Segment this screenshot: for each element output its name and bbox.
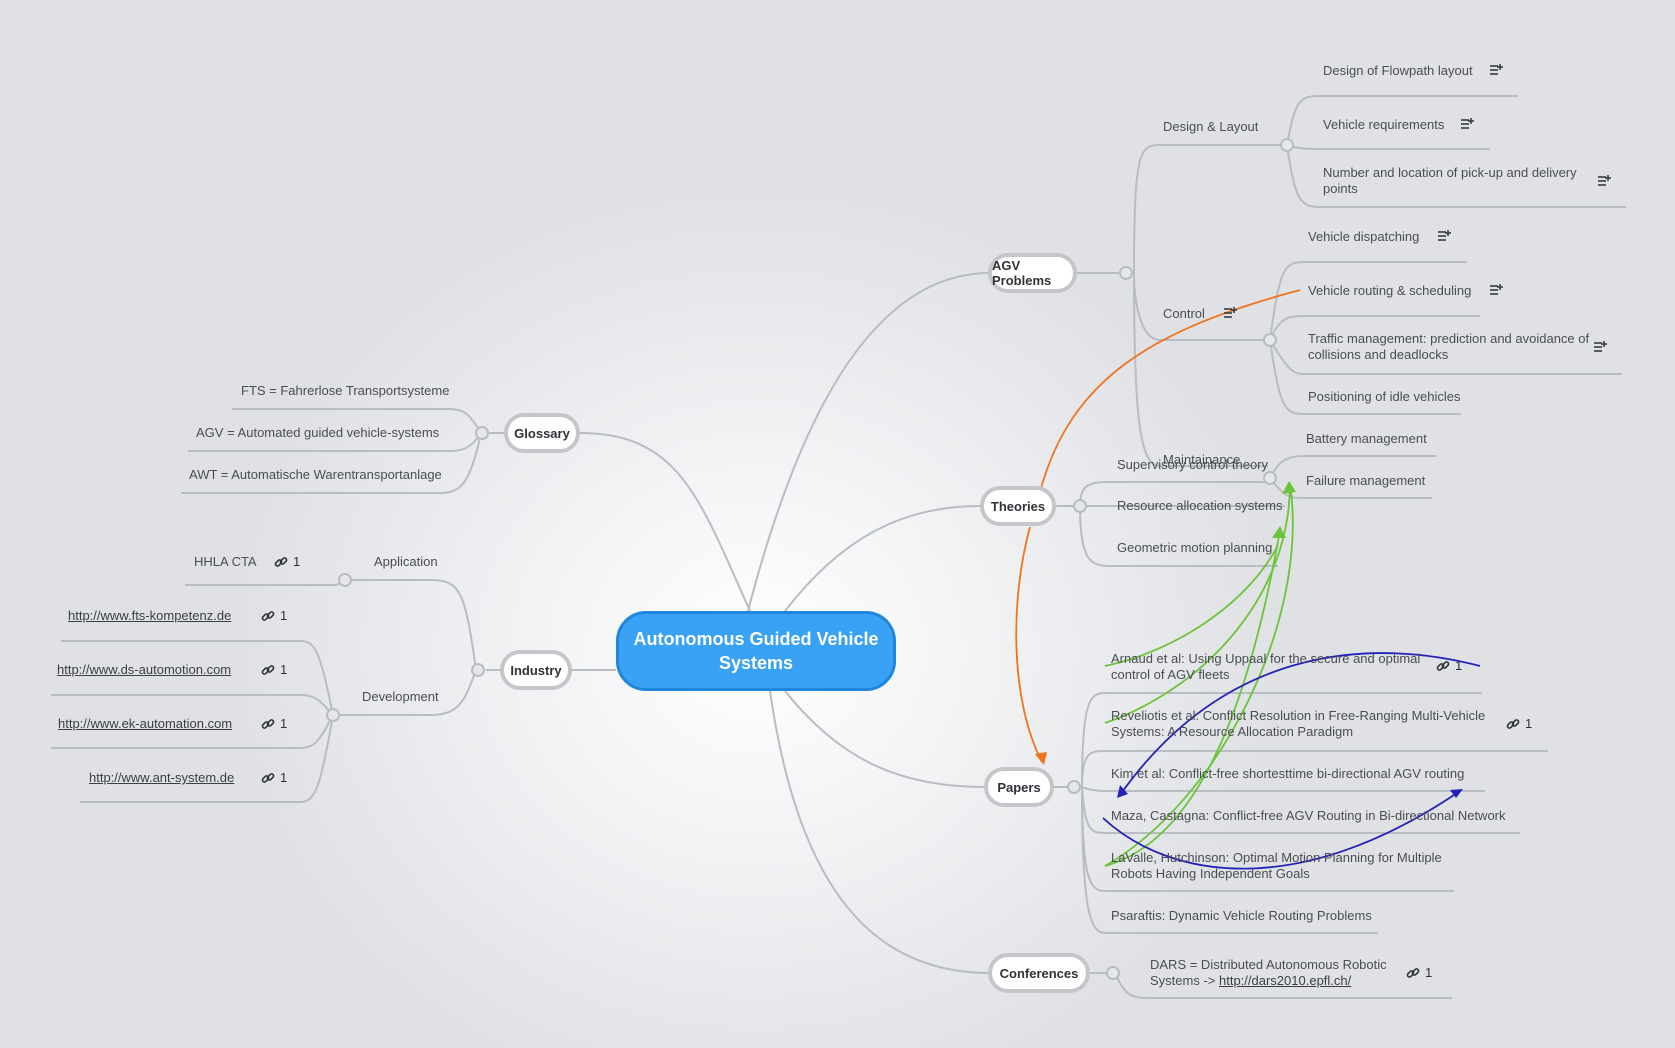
link-count: 1 xyxy=(280,716,288,731)
topic-glossary[interactable]: Glossary xyxy=(504,413,580,453)
paper-arnaud[interactable]: Arnaud et al: Using Uppaal for the secur… xyxy=(1111,651,1421,682)
industry-fts-kompetenz[interactable]: http://www.fts-kompetenz.de xyxy=(68,608,232,623)
topic-theories[interactable]: Theories xyxy=(980,486,1056,526)
leaf-resource-allocation[interactable]: Resource allocation systems xyxy=(1117,498,1283,513)
paper-psaraftis[interactable]: Psaraftis: Dynamic Vehicle Routing Probl… xyxy=(1111,908,1372,923)
paper-arnaud-link[interactable]: 1 xyxy=(1436,658,1462,673)
note-icon[interactable] xyxy=(1490,64,1503,76)
subtopic-maintainance[interactable]: Maintainance xyxy=(1163,452,1241,467)
paper-reveliotis-link[interactable]: 1 xyxy=(1506,716,1532,731)
link-icon xyxy=(1406,967,1420,978)
link-count: 1 xyxy=(1455,658,1463,673)
industry-link[interactable]: 1 xyxy=(261,770,287,785)
industry-link[interactable]: 1 xyxy=(261,662,287,677)
leaf-vehicle-requirements[interactable]: Vehicle requirements xyxy=(1323,117,1445,132)
topic-conferences[interactable]: Conferences xyxy=(988,953,1090,993)
note-icon[interactable] xyxy=(1461,118,1474,130)
topic-industry-label: Industry xyxy=(510,662,562,678)
link-count: 1 xyxy=(1425,965,1433,980)
link-count: 1 xyxy=(280,662,288,677)
glossary-agv[interactable]: AGV = Automated guided vehicle-systems xyxy=(196,425,440,440)
paper-lavalle[interactable]: LaValle, Hutchinson: Optimal Motion Plan… xyxy=(1111,850,1442,881)
note-icon[interactable] xyxy=(1224,307,1237,319)
paper-maza[interactable]: Maza, Castagna: Conflict-free AGV Routin… xyxy=(1111,808,1506,823)
note-icon[interactable] xyxy=(1594,341,1607,353)
conference-dars[interactable]: DARS = Distributed Autonomous Robotic Sy… xyxy=(1150,957,1400,989)
central-topic-title: Autonomous Guided Vehicle Systems xyxy=(633,629,879,673)
leaf-traffic-management[interactable]: Traffic management: prediction and avoid… xyxy=(1308,331,1590,362)
industry-ek-automation[interactable]: http://www.ek-automation.com xyxy=(58,716,233,731)
leaf-battery-management[interactable]: Battery management xyxy=(1306,431,1427,446)
leaf-pickup-delivery-points[interactable]: Number and location of pick-up and deliv… xyxy=(1323,165,1577,196)
subtopic-control[interactable]: Control xyxy=(1163,306,1205,321)
link-icon xyxy=(1506,718,1520,729)
link-icon xyxy=(261,610,275,621)
leaf-positioning-idle[interactable]: Positioning of idle vehicles xyxy=(1308,389,1461,404)
topic-agv-problems[interactable]: AGV Problems xyxy=(988,253,1077,293)
topic-papers[interactable]: Papers xyxy=(984,767,1054,807)
topic-papers-label: Papers xyxy=(997,779,1041,795)
industry-ds-automotion[interactable]: http://www.ds-automotion.com xyxy=(57,662,232,677)
link-icon xyxy=(261,664,275,675)
industry-development[interactable]: Development xyxy=(362,689,439,704)
topic-agv-problems-label: AGV Problems xyxy=(992,258,1052,288)
link-icon xyxy=(274,556,288,567)
note-icon[interactable] xyxy=(1438,230,1451,242)
topic-industry[interactable]: Industry xyxy=(500,650,572,690)
industry-link[interactable]: 1 xyxy=(261,608,287,623)
link-icon xyxy=(1436,660,1450,671)
glossary-awt[interactable]: AWT = Automatische Warentransportanlage xyxy=(189,467,442,482)
leaf-design-flowpath[interactable]: Design of Flowpath layout xyxy=(1323,63,1473,78)
conference-dars-url[interactable]: http://dars2010.epfl.ch/ xyxy=(1219,973,1352,988)
leaf-vehicle-routing[interactable]: Vehicle routing & scheduling xyxy=(1308,283,1472,298)
link-count: 1 xyxy=(280,608,288,623)
leaf-geometric-motion[interactable]: Geometric motion planning xyxy=(1117,540,1273,555)
industry-hhla-cta[interactable]: HHLA CTA xyxy=(194,554,257,569)
glossary-fts[interactable]: FTS = Fahrerlose Transportsysteme xyxy=(241,383,450,398)
link-icon xyxy=(261,772,275,783)
link-count: 1 xyxy=(1525,716,1533,731)
subtopic-design-layout[interactable]: Design & Layout xyxy=(1163,119,1259,134)
central-topic[interactable]: Autonomous Guided Vehicle Systems xyxy=(616,611,896,691)
industry-ant-system[interactable]: http://www.ant-system.de xyxy=(89,770,235,785)
note-icon[interactable] xyxy=(1598,175,1611,187)
topic-glossary-label: Glossary xyxy=(514,425,570,441)
link-icon xyxy=(261,718,275,729)
paper-kim[interactable]: Kim et al: Conflict-free shortesttime bi… xyxy=(1111,766,1465,781)
industry-hhla-cta-link[interactable]: 1 xyxy=(274,554,300,569)
industry-application[interactable]: Application xyxy=(374,554,438,569)
link-count: 1 xyxy=(280,770,288,785)
leaf-vehicle-dispatching[interactable]: Vehicle dispatching xyxy=(1308,229,1420,244)
link-count: 1 xyxy=(293,554,301,569)
conference-dars-text: DARS = Distributed Autonomous Robotic Sy… xyxy=(1150,957,1387,988)
paper-reveliotis[interactable]: Reveliotis et al: Conflict Resolution in… xyxy=(1111,708,1486,739)
leaf-failure-management[interactable]: Failure management xyxy=(1306,473,1426,488)
topic-theories-label: Theories xyxy=(990,498,1046,514)
leaf-supervisory-control[interactable]: Supervisory control theory xyxy=(1117,457,1269,472)
industry-link[interactable]: 1 xyxy=(261,716,287,731)
conference-dars-link[interactable]: 1 xyxy=(1406,965,1432,980)
note-icon[interactable] xyxy=(1490,284,1503,296)
topic-conferences-label: Conferences xyxy=(999,965,1079,981)
